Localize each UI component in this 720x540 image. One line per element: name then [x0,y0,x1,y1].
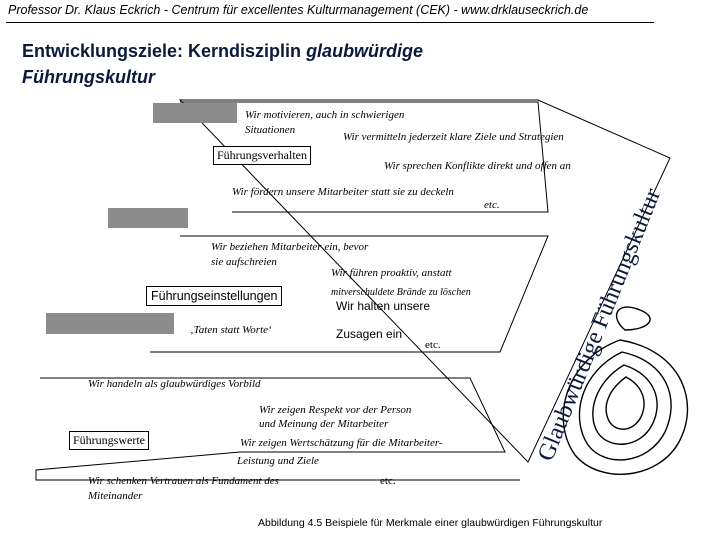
item-motivate: Wir motivieren, auch in schwierigen [245,109,404,122]
item-complain: sie aufschreien [211,256,277,269]
item-keep: Wir halten unsere [336,299,430,313]
item-opinion: und Meinung der Mitarbeiter [259,418,388,431]
gray-block-1 [153,103,237,123]
gray-block-3 [46,313,174,334]
item-promote: Wir fördern unsere Mitarbeiter statt sie… [232,186,454,199]
item-proactive: Wir führen proaktiv, anstatt [331,267,452,280]
item-trust: Wir schenken Vertrauen als Fundament des [88,475,279,488]
item-etc-2: etc. [425,339,441,352]
item-role-model: Wir handeln als glaubwürdiges Vorbild [88,378,261,391]
gray-block-2 [108,208,188,228]
item-performance: Leistung und Ziele [237,455,319,468]
label-fuehrungswerte: Führungswerte [69,431,149,450]
item-involve: Wir beziehen Mitarbeiter ein, bevor [211,241,368,254]
label-fuehrungseinstellungen: Führungseinstellungen [146,286,282,306]
item-etc-1: etc. [484,199,500,212]
item-promises: Zusagen ein [336,327,402,341]
item-conflicts: Wir sprechen Konflikte direkt und offen … [384,160,571,173]
figure-caption: Abbildung 4.5 Beispiele für Merkmale ein… [258,517,602,529]
item-fires: mitverschuldete Brände zu löschen [331,286,471,299]
item-respect: Wir zeigen Respekt vor der Person [259,404,411,417]
label-fuehrungsverhalten: Führungsverhalten [213,146,311,165]
item-together: Miteinander [88,490,142,503]
item-clear-goals: Wir vermitteln jederzeit klare Ziele und… [343,131,564,144]
item-etc-3: etc. [380,475,396,488]
item-appreciation: Wir zeigen Wertschätzung für die Mitarbe… [240,437,443,450]
item-situations: Situationen [245,124,295,137]
item-deeds: ‚Taten statt Worte‘ [190,324,272,337]
